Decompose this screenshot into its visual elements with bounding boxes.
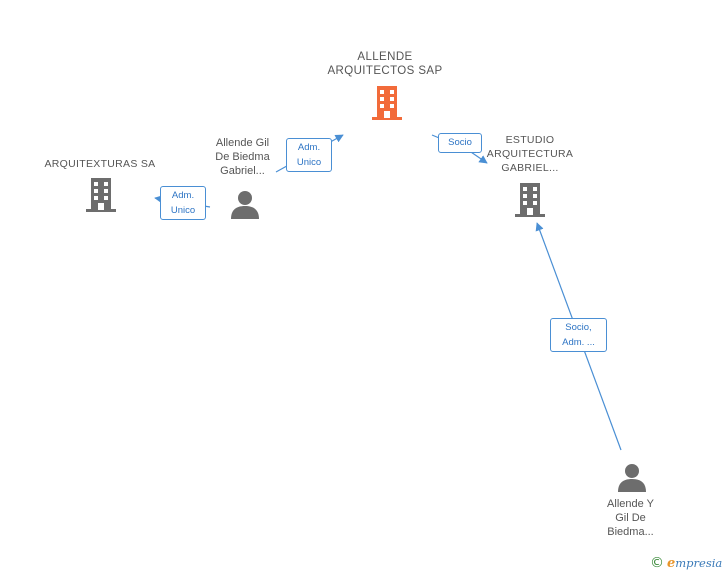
brand-name: empresia — [667, 555, 723, 571]
node-label-estudio[interactable]: ESTUDIO ARQUITECTURA GABRIEL... — [486, 134, 574, 174]
edge-label-socio-top[interactable]: Socio — [438, 133, 482, 153]
node-label-allende-arquitectos[interactable]: ALLENDE ARQUITECTOS SAP — [327, 51, 443, 77]
copyright-icon: © — [650, 555, 664, 571]
node-label-allende-y-gil[interactable]: Allende Y Gil De Biedma... — [607, 498, 654, 538]
person-icon[interactable] — [230, 190, 260, 219]
building-icon[interactable] — [514, 183, 546, 217]
person-icon[interactable] — [617, 463, 647, 492]
edge-label-adm-unico-top[interactable]: Adm. Unico — [286, 138, 332, 172]
edge-label-adm-unico-left[interactable]: Adm. Unico — [160, 186, 206, 220]
node-label-arquitexturas[interactable]: ARQUITEXTURAS SA — [44, 158, 156, 170]
building-icon[interactable] — [85, 178, 117, 212]
building-icon[interactable] — [371, 86, 403, 120]
node-label-allende-gil[interactable]: Allende Gil De Biedma Gabriel... — [215, 137, 270, 177]
empresia-logo[interactable]: © empresia — [650, 553, 722, 573]
edge-label-socio-adm-bottom[interactable]: Socio, Adm. ... — [550, 318, 607, 352]
